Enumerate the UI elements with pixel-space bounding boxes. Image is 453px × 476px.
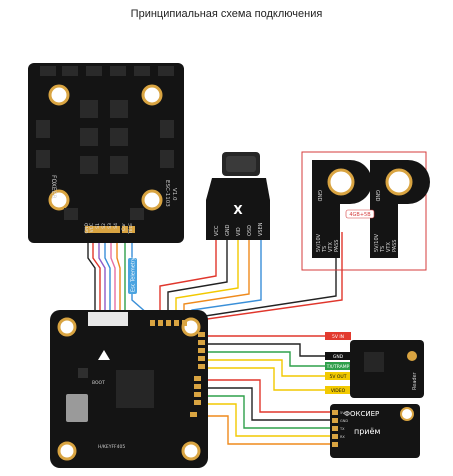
wire-vcc (92, 232, 101, 316)
camera-pin-label: OSD (247, 225, 253, 236)
svg-text:GND: GND (316, 190, 322, 202)
flight-controller: BOOT H/KEYFF405 (50, 310, 208, 468)
svg-text:TS: TS (380, 246, 386, 253)
camera-pin-label: GND (225, 224, 231, 236)
esc-board: FOXEER ESC-1103 V1.0 GND VCC S1 S2 S3 (28, 63, 184, 243)
svg-text:VTX: VTX (328, 242, 334, 252)
svg-text:GND: GND (340, 419, 348, 423)
esc-mosfets (36, 66, 174, 220)
esc-pad: S3 (107, 223, 114, 233)
wire-rx-gnd (205, 343, 325, 357)
receiver-pin-bars: 5V IN GND TX/TRAMP 5V OUT VIDEO (325, 332, 351, 394)
svg-text:TX: TX (339, 427, 345, 431)
esc-pad: VCC (89, 223, 96, 233)
svg-text:GND: GND (84, 222, 90, 233)
svg-text:S2: S2 (101, 223, 107, 229)
receiver-pin-label: TX/TRAMP (326, 364, 350, 370)
boot-button[interactable] (78, 368, 88, 378)
svg-text:TS: TS (322, 246, 328, 253)
esc-version: V1.0 (171, 188, 177, 201)
svg-text:5V/10V: 5V/10V (316, 233, 322, 252)
esc-pad: TELE (128, 223, 135, 235)
wire-rx-tx (205, 351, 325, 367)
svg-text:VCC: VCC (89, 223, 95, 232)
esc-pad: S4 (113, 223, 120, 233)
camera-pins: VCC GND VID OSD VSEN (214, 222, 264, 236)
wire-tele (131, 232, 149, 315)
vtx-board-left: 5V/10V TS VTX PASS GND (312, 160, 372, 258)
receiver-module-label: Reader (412, 371, 418, 390)
wire-cam-gnd (167, 238, 228, 322)
vtx-board-right: 5V/10V TS VTX PASS GND (370, 160, 430, 258)
small-receiver-name: приём (354, 427, 380, 436)
vtx-bridge: 4GB+5B (345, 209, 375, 219)
esc-mounting-holes (48, 84, 163, 211)
esc-pad: S1 (95, 223, 102, 233)
svg-text:5V/10V: 5V/10V (374, 233, 380, 252)
svg-text:RX: RX (340, 435, 345, 439)
esc-brand: FOXEER (50, 175, 57, 199)
esc-model: ESC-1103 (164, 180, 170, 207)
esc-pad: S2 (101, 223, 108, 233)
camera-pin-label: VID (236, 227, 242, 236)
svg-text:Esc Telemetry: Esc Telemetry (131, 257, 137, 292)
svg-text:S4: S4 (113, 223, 119, 229)
receiver-pin-label: 5V OUT (330, 374, 347, 380)
fc-esc-connector (88, 312, 128, 326)
svg-text:5V: 5V (340, 411, 345, 415)
receiver-module: 5V IN GND TX/TRAMP 5V OUT VIDEO Reader (325, 332, 424, 398)
wire-s3 (110, 232, 116, 316)
svg-text:VTX: VTX (386, 242, 392, 252)
fc-model-label: H/KEYFF405 (98, 444, 125, 450)
svg-text:S1: S1 (95, 223, 101, 229)
camera-pin-label: VSEN (258, 222, 264, 236)
svg-text:4GB+5B: 4GB+5B (349, 212, 371, 218)
receiver-pin-label: GND (333, 354, 344, 360)
esc-pad: Cur (121, 223, 128, 233)
wire-gnd (87, 232, 96, 316)
fc-boot-label: BOOT (92, 380, 105, 386)
camera-logo: X (233, 203, 243, 217)
wire-rx-video (205, 367, 325, 391)
wire-rx-5vout (205, 359, 325, 377)
receiver-pin-label: VIDEO (331, 388, 346, 394)
svg-text:PASS: PASS (334, 240, 340, 252)
wire-cam-vcc (159, 238, 217, 322)
wire-s2 (104, 232, 111, 316)
receiver-pin-bar (325, 372, 351, 380)
camera: X VCC GND VID OSD VSEN (206, 152, 270, 240)
diagram-title: Принципиальная схема подключения (130, 8, 323, 20)
fc-side-pads (150, 320, 205, 417)
receiver-pin-label: 5V IN (332, 334, 344, 340)
svg-text:Cur: Cur (121, 223, 127, 231)
receiver-pin-bar (325, 362, 351, 370)
wire-s4 (116, 232, 121, 316)
receiver-pin-bar (325, 386, 351, 394)
wire-s1 (98, 232, 106, 316)
wire-cam-vid (175, 238, 239, 322)
camera-pin-label: VCC (214, 225, 220, 236)
receiver-pin-bar (325, 332, 351, 340)
small-receiver: ФОКСИЕР приём 5V GND TX RX (330, 404, 420, 458)
esc-pad-row: GND VCC S1 S2 S3 S4 (84, 222, 135, 235)
svg-text:GND: GND (374, 190, 380, 202)
fc-to-receiver-wires (205, 335, 325, 391)
svg-text:TELE: TELE (128, 223, 134, 235)
small-receiver-brand: ФОКСИЕР (344, 410, 379, 418)
esc-pad: GND (84, 222, 91, 233)
esc-telemetry-tag: Esc Telemetry (128, 257, 137, 294)
fc-mcu (116, 370, 154, 408)
receiver-pin-bar (325, 352, 351, 360)
fc-to-small-rx-wires (196, 379, 330, 445)
usb-port (66, 394, 88, 422)
orientation-arrow (98, 350, 110, 360)
svg-text:S3: S3 (107, 223, 113, 229)
esc-to-fc-wires (87, 232, 149, 316)
svg-text:PASS: PASS (392, 240, 398, 252)
vtx-group: 5V/10V TS VTX PASS GND 5V/10V TS VTX PAS… (301, 151, 430, 271)
